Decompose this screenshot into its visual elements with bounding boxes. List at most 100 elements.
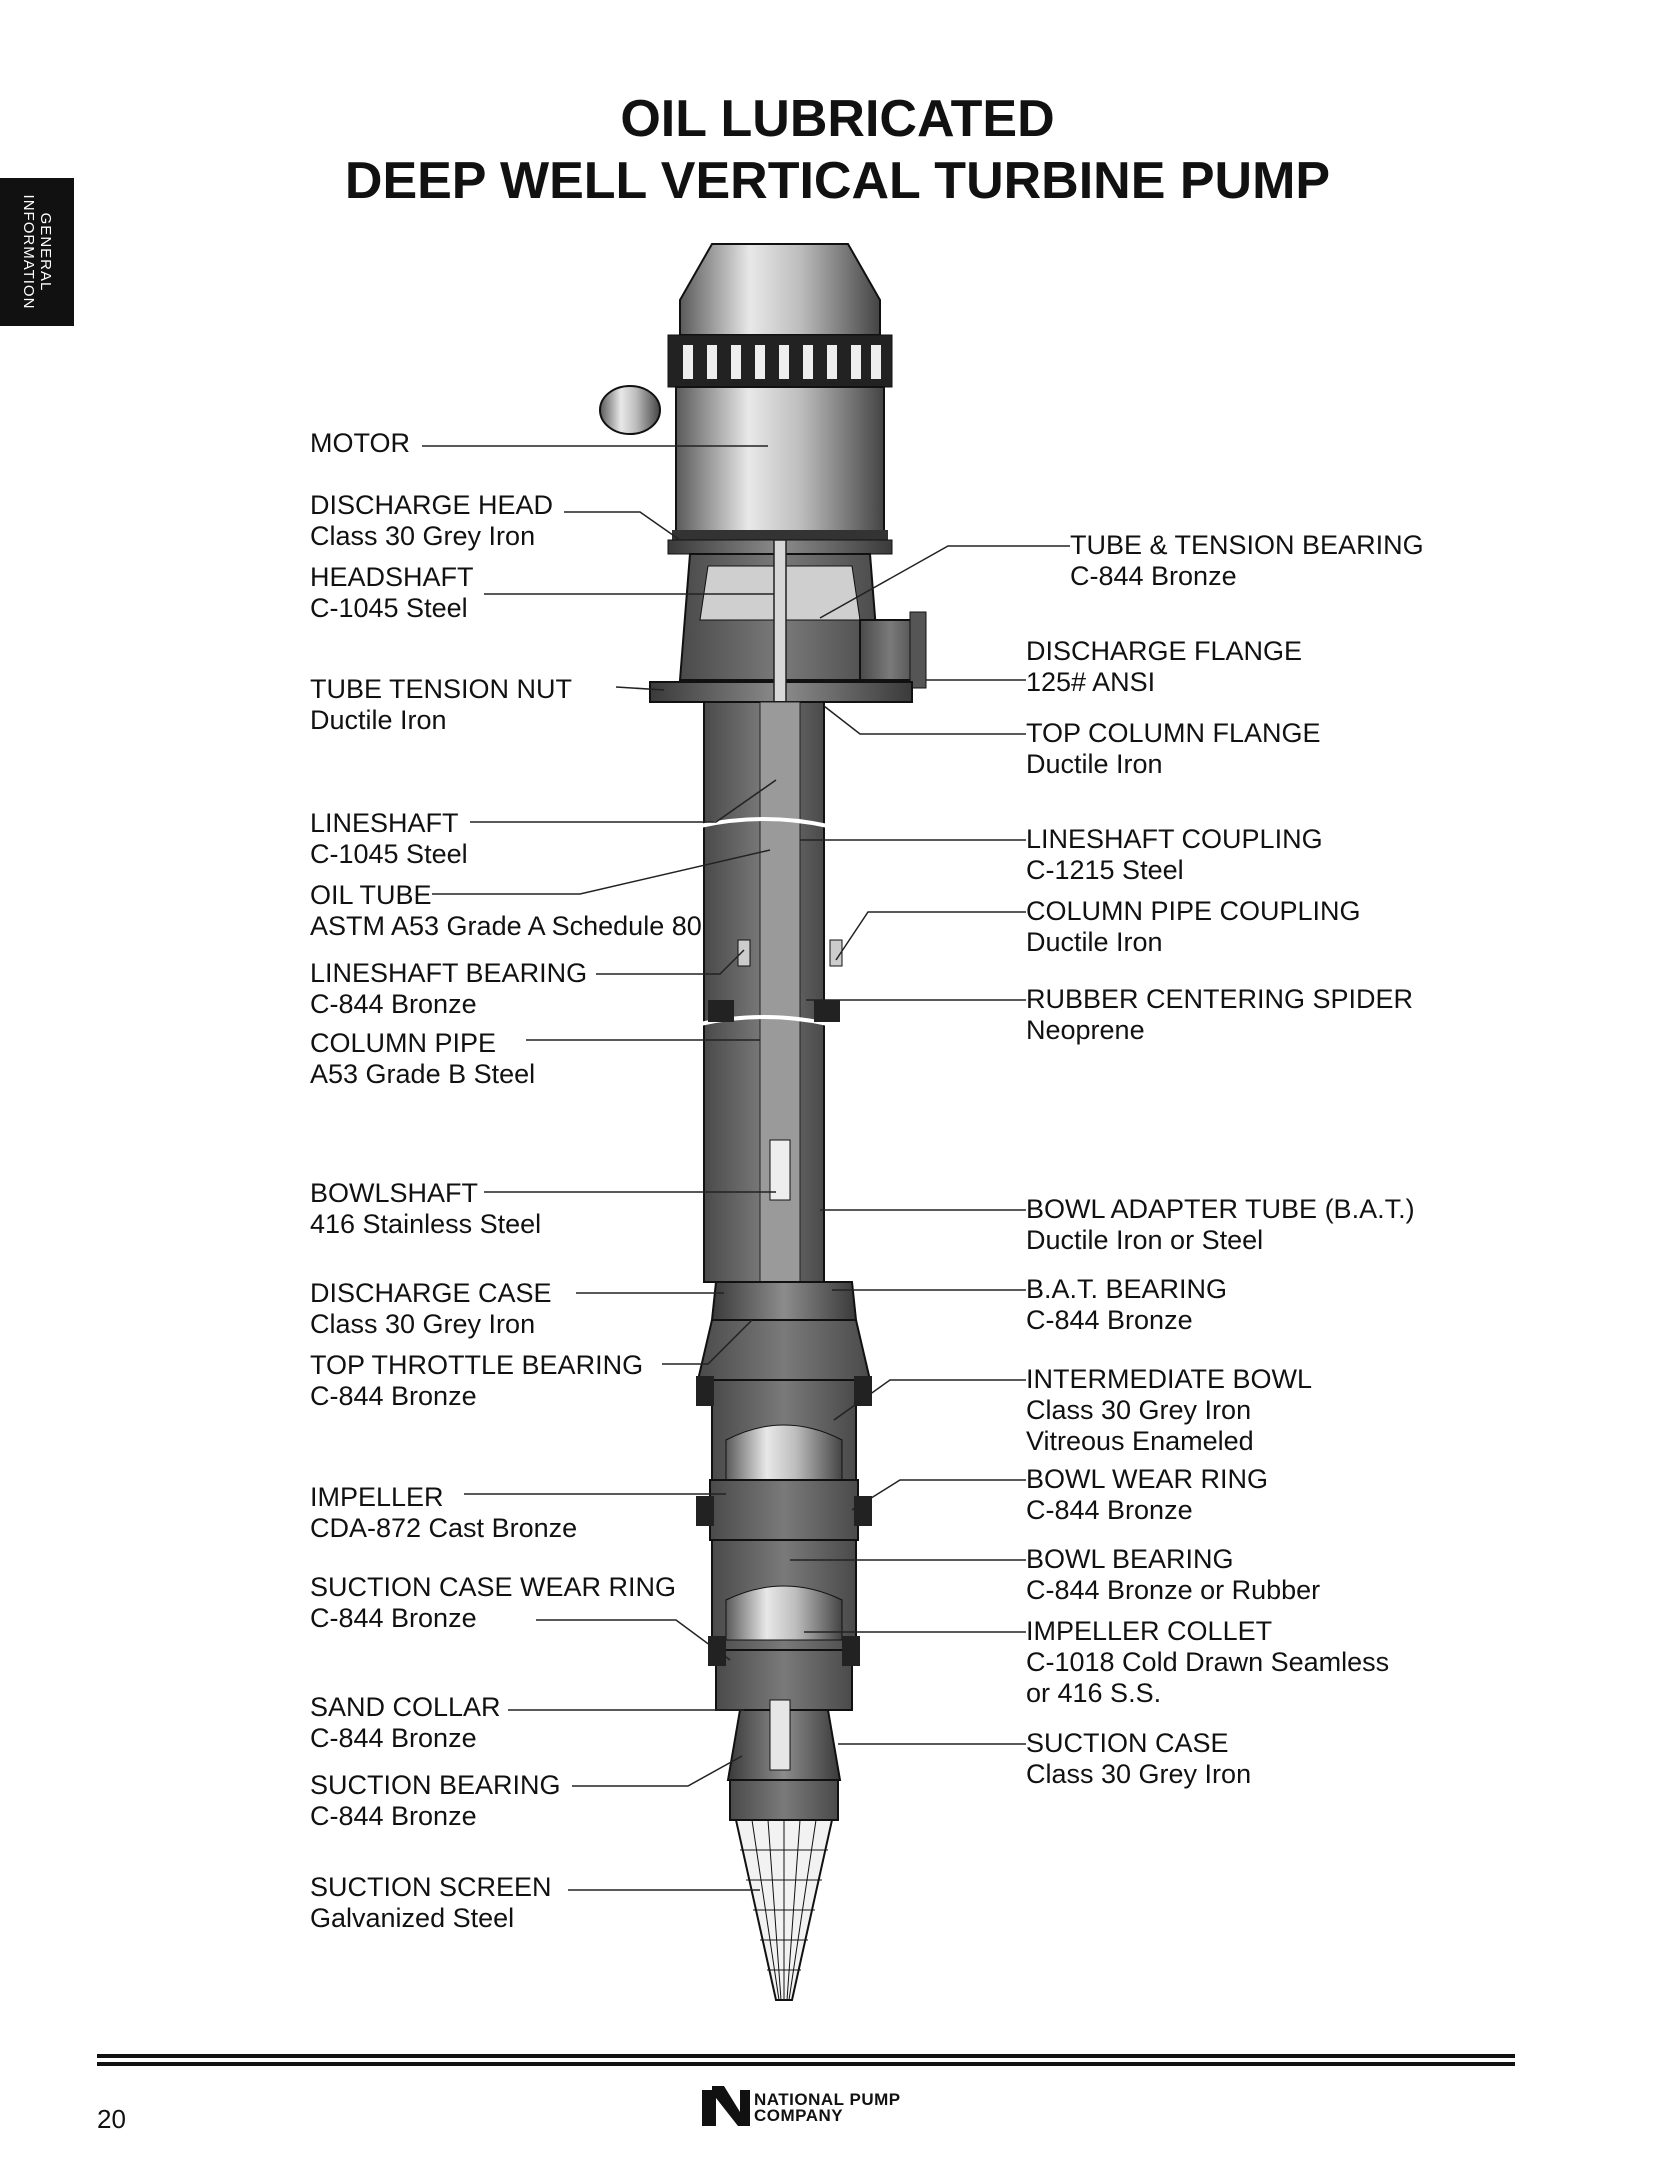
callout-bowl-wear-ring: BOWL WEAR RING C-844 Bronze	[1026, 1464, 1268, 1526]
callout-suction-bearing: SUCTION BEARING C-844 Bronze	[310, 1770, 561, 1832]
callout-material: A53 Grade B Steel	[310, 1059, 536, 1089]
callout-tube-tension-nut: TUBE TENSION NUT Ductile Iron	[310, 674, 572, 736]
callout-material: C-844 Bronze	[1026, 1495, 1193, 1525]
callout-label: COLUMN PIPE	[310, 1028, 497, 1058]
callout-label: COLUMN PIPE COUPLING	[1026, 896, 1361, 926]
suction-screen-illustration	[734, 1819, 834, 2001]
callout-label: INTERMEDIATE BOWL	[1026, 1364, 1313, 1394]
callout-material: C-844 Bronze	[310, 1801, 477, 1831]
callout-material: C-844 Bronze or Rubber	[1026, 1575, 1321, 1605]
callout-label: BOWL ADAPTER TUBE (B.A.T.)	[1026, 1194, 1415, 1224]
callout-material: 125# ANSI	[1026, 667, 1156, 697]
callout-label: SAND COLLAR	[310, 1692, 501, 1722]
callout-material: Ductile Iron	[310, 705, 447, 735]
callout-bowlshaft: BOWLSHAFT 416 Stainless Steel	[310, 1178, 541, 1240]
callout-label: TUBE TENSION NUT	[310, 674, 573, 704]
callout-intermediate-bowl: INTERMEDIATE BOWL Class 30 Grey Iron Vit…	[1026, 1364, 1312, 1457]
callout-label: TOP COLUMN FLANGE	[1026, 718, 1321, 748]
callout-material: C-844 Bronze	[1026, 1305, 1193, 1335]
callout-bat-bearing: B.A.T. BEARING C-844 Bronze	[1026, 1274, 1227, 1336]
title-line-2: DEEP WELL VERTICAL TURBINE PUMP	[344, 152, 1331, 210]
callout-suction-case-wear-ring: SUCTION CASE WEAR RING C-844 Bronze	[310, 1572, 676, 1634]
callout-bowl-bearing: BOWL BEARING C-844 Bronze or Rubber	[1026, 1544, 1320, 1606]
callout-material: Class 30 Grey Iron	[1026, 1395, 1252, 1425]
callout-bowl-adapter-tube: BOWL ADAPTER TUBE (B.A.T.) Ductile Iron …	[1026, 1194, 1415, 1256]
callout-discharge-case: DISCHARGE CASE Class 30 Grey Iron	[310, 1278, 552, 1340]
callout-suction-case: SUCTION CASE Class 30 Grey Iron	[1026, 1728, 1251, 1790]
callout-material: C-1018 Cold Drawn Seamless	[1026, 1647, 1390, 1677]
callout-label: SUCTION BEARING	[310, 1770, 561, 1800]
callout-material: C-844 Bronze	[310, 1723, 477, 1753]
callout-material: Ductile Iron	[1026, 749, 1163, 779]
callout-material: Class 30 Grey Iron	[1026, 1759, 1252, 1789]
callout-material: C-844 Bronze	[1070, 561, 1237, 591]
company-logo: NATIONAL PUMP COMPANY	[700, 2080, 920, 2130]
callout-material: 416 Stainless Steel	[310, 1209, 542, 1239]
callout-material: C-844 Bronze	[310, 1381, 477, 1411]
section-tab[interactable]: GENERAL INFORMATION	[0, 178, 74, 326]
callout-discharge-head: DISCHARGE HEAD Class 30 Grey Iron	[310, 490, 553, 552]
callout-label: IMPELLER COLLET	[1026, 1616, 1273, 1646]
callout-label: BOWLSHAFT	[310, 1178, 479, 1208]
callout-label: SUCTION CASE	[1026, 1728, 1229, 1758]
callout-lineshaft: LINESHAFT C-1045 Steel	[310, 808, 468, 870]
callout-material: Class 30 Grey Iron	[310, 521, 536, 551]
callout-label: MOTOR	[310, 428, 410, 458]
callout-top-column-flange: TOP COLUMN FLANGE Ductile Iron	[1026, 718, 1321, 780]
callout-label: LINESHAFT BEARING	[310, 958, 588, 988]
discharge-head-illustration	[649, 539, 927, 703]
callout-column-pipe-coupling: COLUMN PIPE COUPLING Ductile Iron	[1026, 896, 1361, 958]
callout-label: OIL TUBE	[310, 880, 432, 910]
leader-lines	[422, 445, 1070, 1891]
callout-label: TUBE & TENSION BEARING	[1070, 530, 1424, 560]
callout-label: TOP THROTTLE BEARING	[310, 1350, 644, 1380]
callout-label: BOWL BEARING	[1026, 1544, 1234, 1574]
callout-headshaft: HEADSHAFT C-1045 Steel	[310, 562, 474, 624]
callout-material: Galvanized Steel	[310, 1903, 515, 1933]
bowl-assembly-illustration	[696, 1281, 872, 1821]
callout-label: LINESHAFT	[310, 808, 459, 838]
callout-material: ASTM A53 Grade A Schedule 80	[310, 911, 702, 941]
column-pipe-illustration	[699, 701, 843, 1283]
callout-top-throttle-bearing: TOP THROTTLE BEARING C-844 Bronze	[310, 1350, 643, 1412]
callout-impeller: IMPELLER CDA-872 Cast Bronze	[310, 1482, 577, 1544]
callout-label: BOWL WEAR RING	[1026, 1464, 1269, 1494]
callout-lineshaft-bearing: LINESHAFT BEARING C-844 Bronze	[310, 958, 587, 1020]
callout-material: Ductile Iron	[1026, 927, 1163, 957]
callout-label: B.A.T. BEARING	[1026, 1274, 1228, 1304]
callout-rubber-centering-spider: RUBBER CENTERING SPIDER Neoprene	[1026, 984, 1413, 1046]
footer-rule	[97, 2062, 1515, 2066]
title-line-1: OIL LUBRICATED	[620, 90, 1055, 148]
page-title: OIL LUBRICATED DEEP WELL VERTICAL TURBIN…	[0, 88, 1675, 212]
callout-material-2: or 416 S.S.	[1026, 1678, 1162, 1708]
callout-label: LINESHAFT COUPLING	[1026, 824, 1323, 854]
page-number: 20	[97, 2104, 126, 2134]
callout-lineshaft-coupling: LINESHAFT COUPLING C-1215 Steel	[1026, 824, 1323, 886]
callout-sand-collar: SAND COLLAR C-844 Bronze	[310, 1692, 501, 1754]
callout-label: DISCHARGE HEAD	[310, 490, 554, 520]
callout-label: IMPELLER	[310, 1482, 444, 1512]
callout-impeller-collet: IMPELLER COLLET C-1018 Cold Drawn Seamle…	[1026, 1616, 1389, 1709]
callout-material-2: Vitreous Enameled	[1026, 1426, 1254, 1456]
callout-material: CDA-872 Cast Bronze	[310, 1513, 578, 1543]
callout-material: Neoprene	[1026, 1015, 1145, 1045]
callout-material: C-1215 Steel	[1026, 855, 1184, 885]
callout-label: SUCTION SCREEN	[310, 1872, 552, 1902]
callout-material: C-844 Bronze	[310, 989, 477, 1019]
callout-motor: MOTOR	[310, 428, 410, 459]
callout-label: RUBBER CENTERING SPIDER	[1026, 984, 1414, 1014]
company-name-line-1: NATIONAL PUMP	[754, 2090, 901, 2109]
logo-mark-icon	[702, 2086, 750, 2126]
callout-label: SUCTION CASE WEAR RING	[310, 1572, 677, 1602]
callout-material: Class 30 Grey Iron	[310, 1309, 536, 1339]
callout-suction-screen: SUCTION SCREEN Galvanized Steel	[310, 1872, 552, 1934]
callout-tube-tension-bearing: TUBE & TENSION BEARING C-844 Bronze	[1070, 530, 1424, 592]
callout-material: Ductile Iron or Steel	[1026, 1225, 1264, 1255]
callout-label: DISCHARGE FLANGE	[1026, 636, 1303, 666]
callout-column-pipe: COLUMN PIPE A53 Grade B Steel	[310, 1028, 535, 1090]
callout-material: C-1045 Steel	[310, 839, 468, 869]
callout-label: DISCHARGE CASE	[310, 1278, 552, 1308]
callout-material: C-1045 Steel	[310, 593, 468, 623]
company-name-line-2: COMPANY	[754, 2106, 844, 2125]
